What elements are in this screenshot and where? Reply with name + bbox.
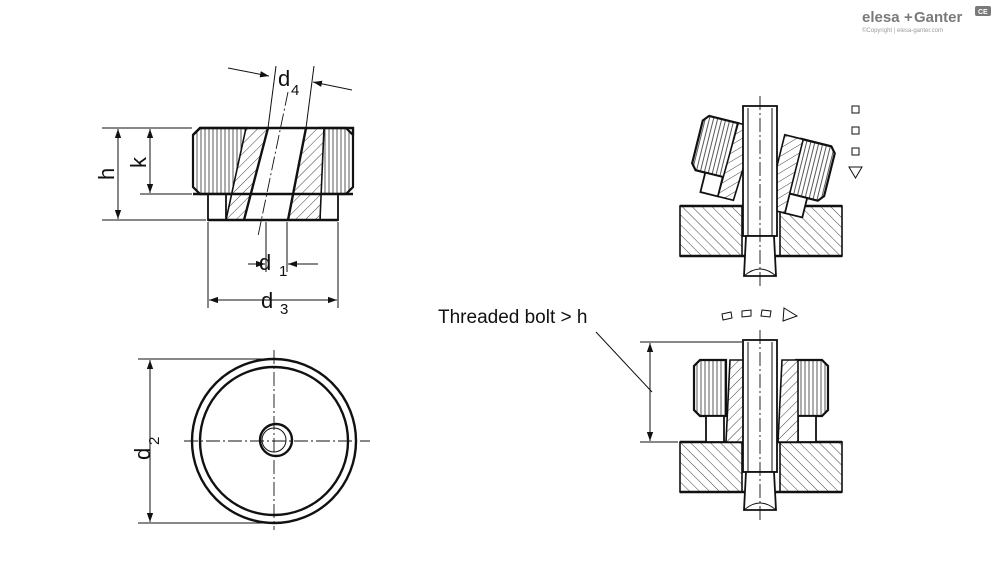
threaded-bolt-note: Threaded bolt > h: [438, 307, 587, 328]
straight-view: [595, 307, 843, 520]
section-view: d 4 h k d 1 d 3: [94, 65, 355, 318]
label-d4-sub: 4: [291, 82, 299, 99]
label-k: k: [126, 156, 151, 168]
ce-badge: CE: [978, 9, 988, 16]
logo-ganter: Ganter: [914, 9, 963, 26]
label-d3-sub: 3: [280, 301, 288, 318]
copyright-text: ©Copyright | elesa-ganter.com: [862, 27, 943, 34]
label-d3: d: [261, 288, 273, 313]
inclined-view: [679, 96, 863, 286]
logo-plus: +: [904, 9, 913, 26]
hatched-wall-right: [287, 127, 325, 221]
lower-collar-left: [207, 193, 227, 221]
label-d2: d: [130, 448, 155, 460]
label-d2-sub: 2: [146, 437, 163, 445]
label-d4: d: [278, 66, 290, 91]
label-d1-sub: 1: [279, 263, 287, 280]
label-d1: d: [259, 250, 271, 275]
logo-elesa: elesa: [862, 9, 900, 26]
ce-badge-box: [975, 6, 991, 16]
label-h: h: [94, 168, 119, 180]
knurled-head-right: [318, 126, 355, 196]
brand-logo: elesa + Ganter CE ©Copyright | elesa-gan…: [862, 6, 991, 34]
lower-collar-right: [319, 193, 339, 221]
plan-view: d 2: [130, 350, 370, 530]
